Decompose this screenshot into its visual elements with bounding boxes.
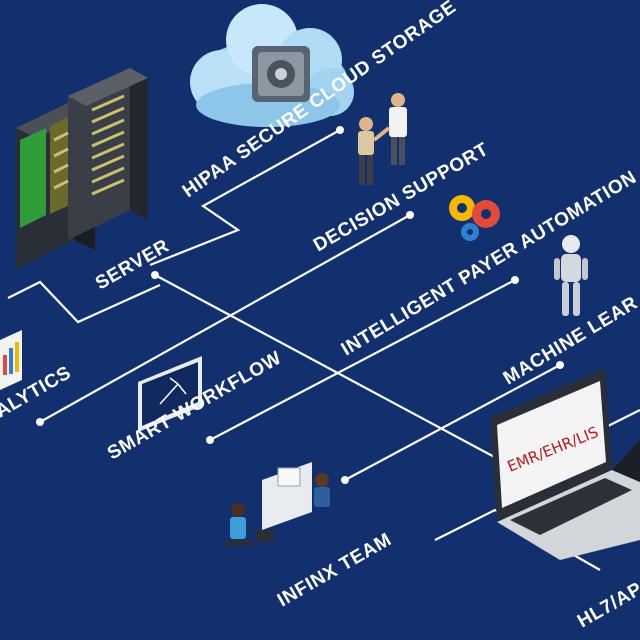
endpoint-decision [406,211,414,219]
server-rack-icon [16,68,148,270]
connector-machine-learning [344,364,561,481]
connector-payer-automation [209,279,516,441]
endpoint-server [151,271,159,279]
gears-icon [449,195,500,241]
connector-analytics-server [7,280,161,324]
connector-main-diagonal [154,274,501,461]
cloud-storage-icon [190,4,354,127]
endpoint-team [341,476,349,484]
handshake-people-icon [358,93,407,185]
endpoint-cloud [336,126,344,134]
team-desk-icon [226,462,330,546]
endpoint-ml [556,361,564,369]
endpoint-workflow [206,436,214,444]
endpoint-analytics [36,418,44,426]
endpoint-payer [511,276,519,284]
workflow-monitor-icon [138,356,202,432]
connector-server-cloud [149,129,341,267]
connector-endpoints [36,126,564,484]
analytics-chart-icon [0,330,22,390]
robot-icon [554,235,588,316]
connector-decision-support [39,214,411,423]
laptop-icon: EMR/EHR/LIS [490,368,640,560]
